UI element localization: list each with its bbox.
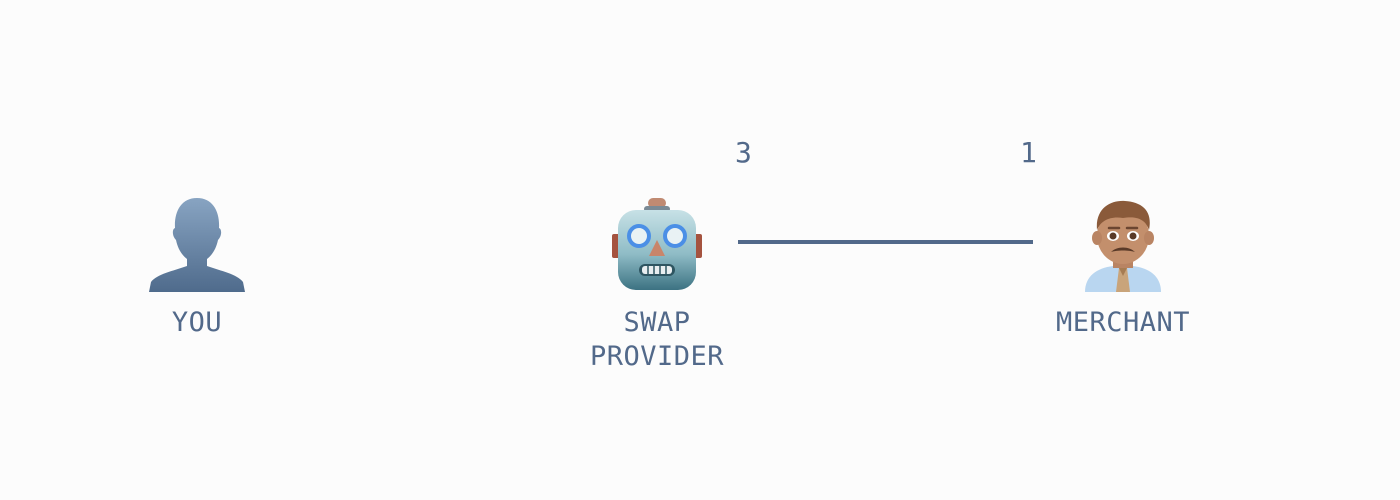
- robot-face-icon: [609, 196, 705, 292]
- node-label-line1: SWAP: [623, 307, 691, 338]
- channel-edge: [738, 240, 1033, 244]
- man-office-worker-icon: [1075, 196, 1171, 292]
- node-swap-provider: SWAP PROVIDER: [557, 196, 757, 374]
- node-label-line2: PROVIDER: [589, 341, 725, 372]
- node-merchant: MERCHANT: [1023, 196, 1223, 340]
- node-you: YOU: [97, 196, 297, 340]
- edge-label-from: 3: [735, 136, 752, 169]
- bust-silhouette-icon: [149, 196, 245, 292]
- node-label: SWAP PROVIDER: [590, 306, 724, 374]
- node-label: YOU: [171, 307, 223, 338]
- edge-label-to: 1: [1020, 136, 1037, 169]
- node-label: MERCHANT: [1055, 307, 1191, 338]
